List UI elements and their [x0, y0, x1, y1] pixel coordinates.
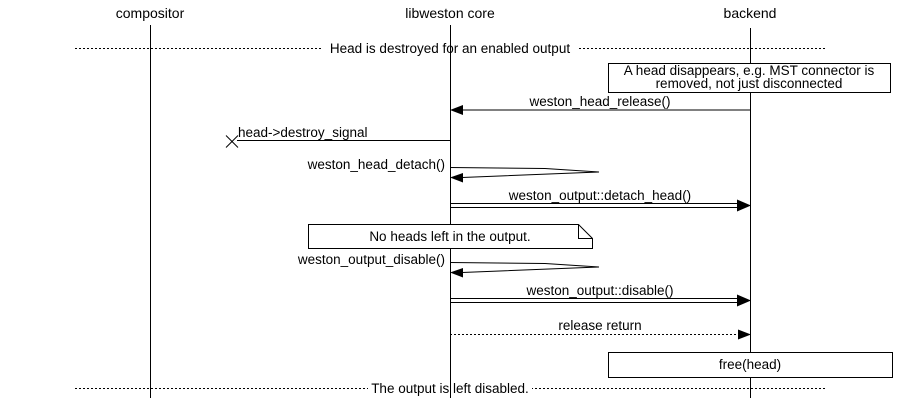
arrowhead-left-icon: [450, 173, 463, 183]
divider-top-label: Head is destroyed for an enabled output: [330, 41, 570, 56]
lost-message-cross-icon: [225, 135, 239, 148]
note-no-heads-box: [308, 224, 593, 249]
arrowhead-right-icon: [737, 294, 751, 307]
note-head-disappears-box: [608, 63, 891, 93]
message-release-return-label: release return: [558, 318, 641, 333]
message-head-detach-label: weston_head_detach(): [307, 157, 445, 172]
divider-bottom-label: The output is left disabled.: [371, 381, 529, 396]
arrowhead-left-icon: [450, 105, 463, 115]
arrowhead-left-icon: [450, 268, 463, 278]
box-free-head: [608, 352, 893, 378]
arrowhead-right-icon: [737, 199, 751, 212]
message-output-disable-label: weston_output_disable(): [297, 252, 445, 267]
note-no-heads-label: No heads left in the output.: [369, 229, 530, 244]
message-detach-head-label: weston_output::detach_head(): [508, 188, 691, 203]
arrowhead-right-icon: [738, 329, 751, 340]
message-disable-label: weston_output::disable(): [525, 283, 673, 298]
message-output-disable-loop: [449, 262, 600, 273]
note-head-disappears-line2: removed, not just disconnected: [656, 76, 843, 91]
lifeline-label-backend: backend: [724, 5, 777, 21]
message-head-detach-loop: [449, 167, 600, 178]
message-head-release-label: weston_head_release(): [528, 94, 670, 109]
lifeline-label-libweston: libweston core: [405, 5, 495, 21]
lifeline-label-compositor: compositor: [116, 5, 185, 21]
note-head-disappears-line1: A head disappears, e.g. MST connector is: [624, 63, 875, 78]
box-free-head-label: free(head): [719, 357, 781, 372]
note-no-heads-fold-icon: [578, 224, 593, 239]
message-destroy-signal-label: head->destroy_signal: [238, 125, 367, 140]
